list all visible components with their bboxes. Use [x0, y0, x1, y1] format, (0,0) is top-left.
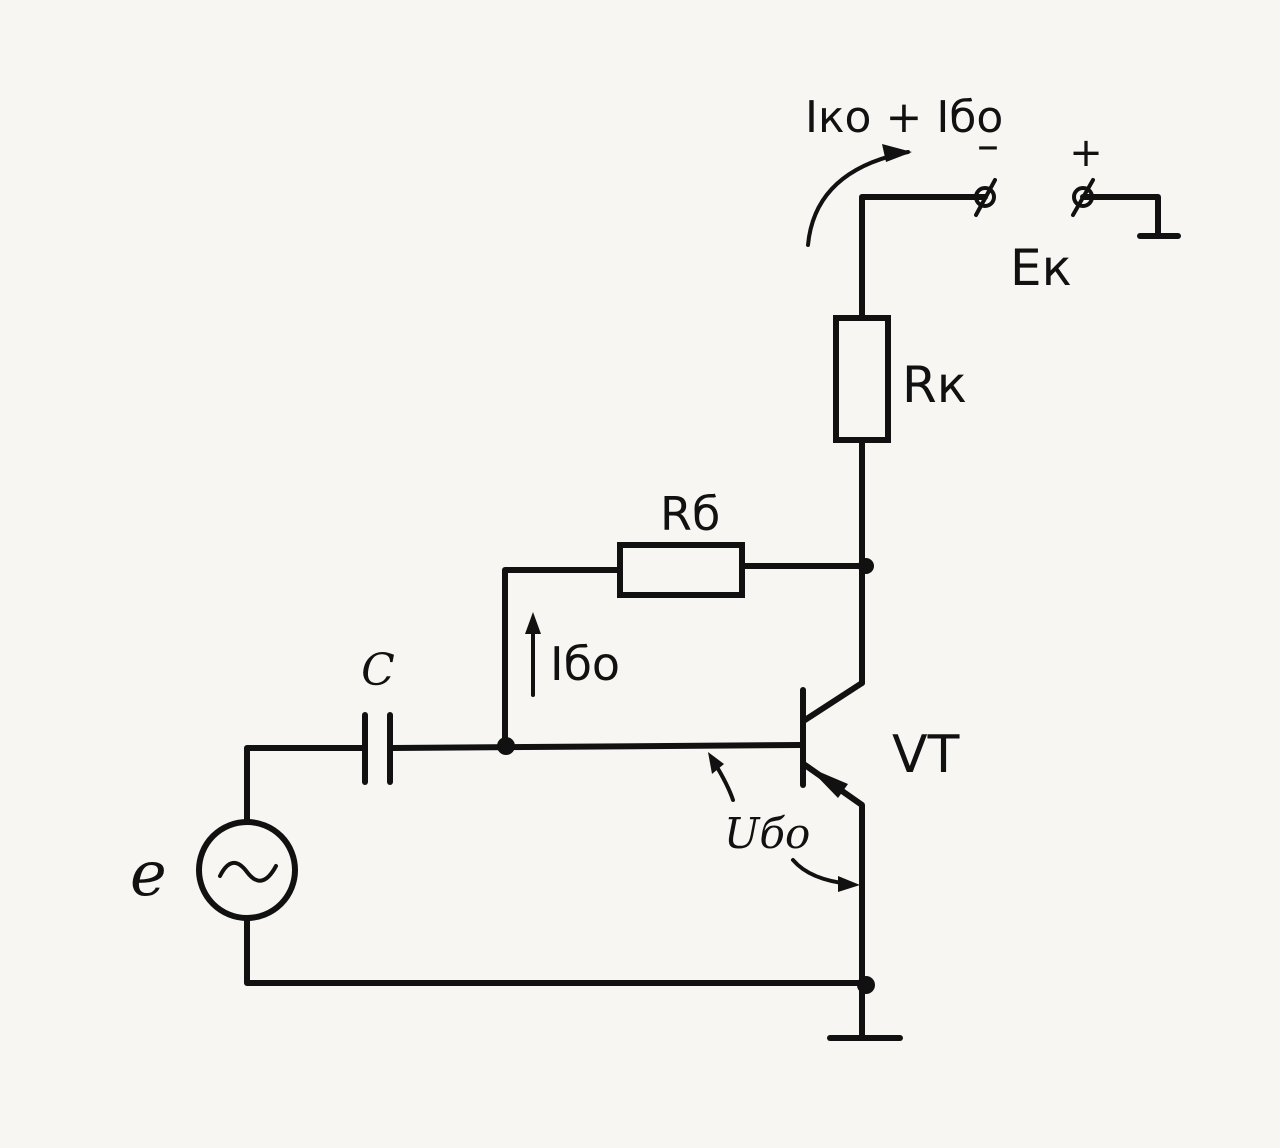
transistor-symbol — [800, 680, 865, 988]
source-top-wire — [244, 745, 366, 823]
base-wire — [389, 742, 803, 751]
capacitor-label: C — [361, 645, 395, 696]
minus-terminal — [974, 178, 997, 217]
base-voltage-arrowhead-bottom — [838, 876, 860, 892]
plus-terminal — [1071, 178, 1095, 217]
collector-current-label: Iко + Iбо — [805, 92, 1003, 143]
supply-wiring — [859, 194, 1181, 321]
ac-source — [196, 819, 298, 921]
plus-sign-label: + — [1069, 130, 1103, 176]
base-resistor-left-wire — [502, 567, 623, 748]
transistor-label: VT — [892, 725, 960, 785]
source-label: e — [130, 837, 167, 910]
collector-junction-dot — [858, 558, 874, 574]
base-resistor-label: Rб — [660, 487, 720, 541]
input-capacitor — [362, 712, 393, 785]
collector-resistor-label: Rк — [902, 356, 967, 414]
collector-current-arrowhead — [882, 144, 912, 162]
supply-label: Eк — [1010, 239, 1072, 297]
minus-sign-label: – — [977, 120, 999, 171]
base-junction-dot — [497, 737, 515, 755]
base-voltage-label: Uбо — [724, 809, 810, 858]
base-resistor — [617, 542, 745, 598]
collector-resistor — [833, 315, 891, 443]
base-current-label: Iбо — [550, 637, 620, 691]
base-voltage-arrowhead-top — [708, 752, 724, 774]
base-current-arrowhead — [525, 612, 541, 634]
ground-return-wire — [244, 915, 869, 986]
